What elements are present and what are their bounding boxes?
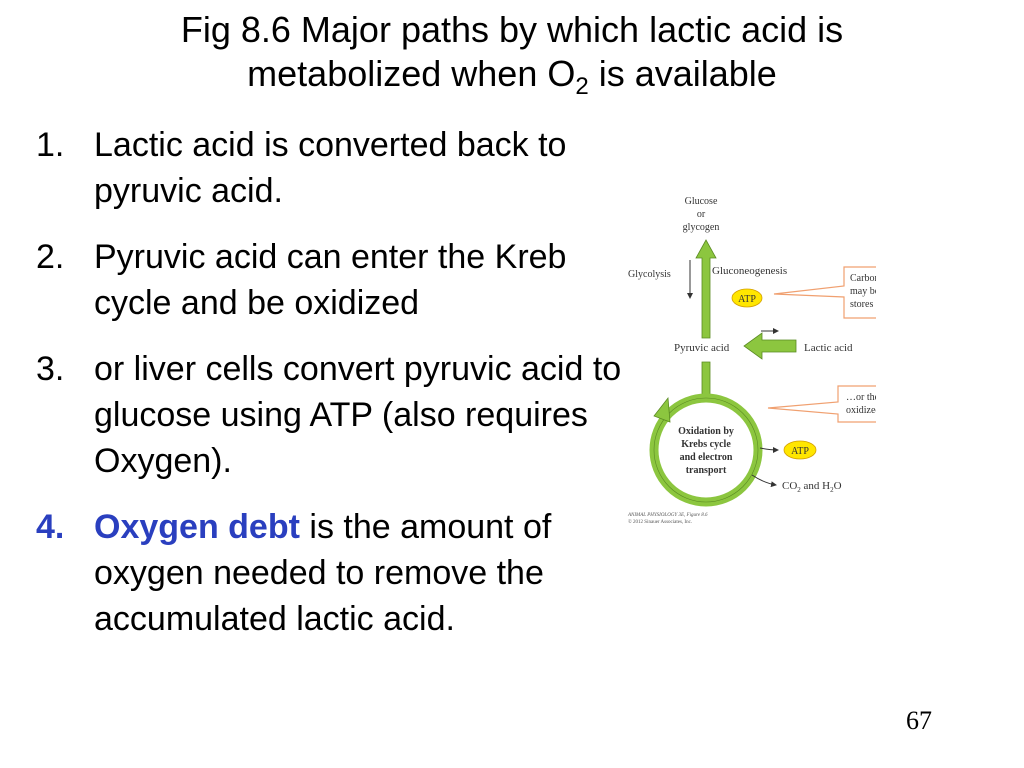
oxidation-label: Oxidation by	[678, 426, 734, 437]
callout-1-line-2: may be used to rebuild	[850, 286, 876, 297]
pyruvic-acid-label: Pyruvic acid	[674, 342, 730, 354]
o-text: O	[834, 480, 842, 492]
list-text: or liver cells convert pyruvic acid to g…	[94, 350, 622, 480]
glycogen-label: glycogen	[683, 222, 720, 233]
list-number: 4.	[36, 508, 65, 546]
co2-subscript: 2	[797, 486, 801, 494]
callout-1-line-1: Carbon chains from lactic acid	[850, 273, 876, 284]
callout-2-line-1: …or they may be	[846, 392, 876, 403]
list-item-1: 1. Lactic acid is converted back to pyru…	[36, 122, 636, 214]
list-text: Lactic acid is converted back to pyruvic…	[94, 126, 567, 210]
list-item-3: 3. or liver cells convert pyruvic acid t…	[36, 346, 636, 484]
title-line-2-prefix: metabolized when O	[247, 53, 576, 94]
gluconeogenesis-arrow	[695, 239, 717, 339]
electron-label: and electron	[680, 452, 733, 463]
krebs-label: Krebs cycle	[681, 439, 731, 450]
and-h-text: and H	[801, 480, 830, 492]
atp-output-arrow	[759, 446, 779, 453]
glucose-or-label: or	[697, 209, 706, 220]
atp-label: ATP	[738, 294, 756, 305]
slide-title: Fig 8.6 Major paths by which lactic acid…	[0, 8, 1024, 109]
callout-box-2	[767, 385, 876, 423]
callout-2-line-2: oxidized.	[846, 405, 876, 416]
list-number: 2.	[36, 238, 65, 276]
krebs-cycle-ring-edge	[653, 397, 759, 503]
list-item-4: 4. Oxygen debt is the amount of oxygen n…	[36, 504, 636, 642]
atp-badge-2	[783, 440, 817, 460]
list-text: is the amount of oxygen needed to remove…	[94, 508, 552, 638]
atp-badge	[731, 288, 763, 308]
atp-label-2: ATP	[791, 446, 809, 457]
title-line-2: metabolized when O2 is available	[0, 52, 1024, 109]
cycle-arrowhead	[653, 396, 671, 423]
co2-h2o-label: CO2 and H2O	[782, 480, 842, 494]
bullet-list: 1. Lactic acid is converted back to pyru…	[36, 122, 636, 662]
title-subscript: 2	[575, 73, 589, 100]
gluconeogenesis-label: Gluconeogenesis	[712, 265, 787, 277]
lactic-to-pyruvic-arrow	[743, 332, 797, 360]
h2o-subscript: 2	[830, 486, 834, 494]
figure-credit-1: ANIMAL PHYSIOLOGY 3E, Figure 8.6	[627, 513, 708, 518]
co2-text: CO	[782, 480, 797, 492]
title-line-2-suffix: is available	[588, 53, 777, 94]
emphasis-term: Oxygen debt	[94, 508, 300, 546]
lactic-acid-label: Lactic acid	[804, 342, 853, 354]
glycolysis-label: Glycolysis	[628, 269, 671, 280]
co2-output-arrow	[751, 474, 777, 488]
lactic-acid-figure: Glucose or glycogen Glycolysis Gluconeog…	[627, 196, 876, 525]
list-number: 1.	[36, 126, 65, 164]
list-number: 3.	[36, 350, 65, 388]
callout-1-line-3: stores of carbohydrates…	[850, 299, 876, 310]
list-item-2: 2. Pyruvic acid can enter the Kreb cycle…	[36, 234, 636, 326]
transport-label: transport	[686, 465, 727, 476]
list-text: Pyruvic acid can enter the Kreb cycle an…	[94, 238, 567, 322]
callout-box-1	[773, 266, 876, 319]
figure-credit-2: © 2012 Sinauer Associates, Inc.	[628, 519, 692, 525]
glucose-label: Glucose	[685, 196, 718, 207]
page-number: 67	[906, 706, 932, 735]
title-line-1: Fig 8.6 Major paths by which lactic acid…	[180, 9, 844, 50]
